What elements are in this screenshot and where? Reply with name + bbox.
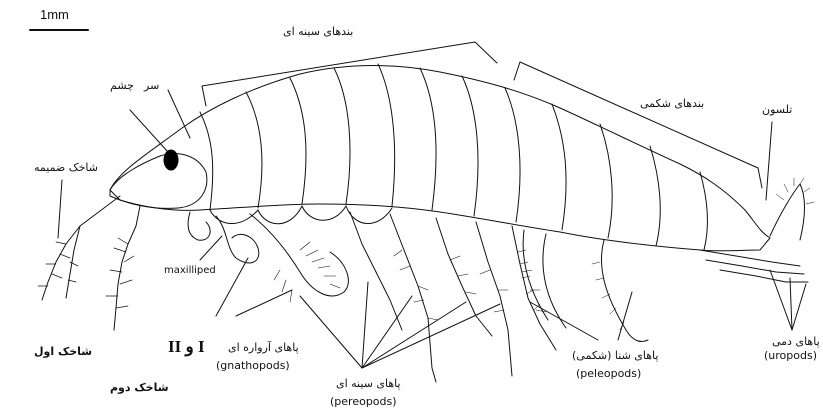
uropod-2 <box>706 260 804 274</box>
gnathopods-en-label: (gnathopods) <box>216 360 290 371</box>
thorax-segments-label: بندهای سینه ای <box>283 26 353 37</box>
antenna-1-flagellum <box>66 226 80 298</box>
uropods-fa-label: پاهای دمی <box>772 336 820 347</box>
pereopod-3 <box>350 212 402 330</box>
uropod-leader <box>790 278 792 330</box>
pereopods-fa-label: پاهای سینه ای <box>336 378 401 389</box>
uropods-en-label: (uropods) <box>764 350 817 361</box>
eye-leader <box>130 110 168 152</box>
pleopods-en-label: (peleopods) <box>576 368 641 379</box>
pereopod-leader <box>362 302 466 368</box>
telson <box>770 184 805 240</box>
accessory-flagellum-label: شاخک ضمیمه <box>34 162 98 173</box>
pleopod-setae <box>518 250 624 330</box>
gnathopod-2 <box>250 214 348 296</box>
gnathopod-leader <box>216 258 248 316</box>
body-outline <box>110 66 770 251</box>
pleopod-leader <box>530 302 598 340</box>
head-label: سر <box>144 80 159 91</box>
antenna-1-label: شاخک اول <box>34 346 92 357</box>
coxal-plate <box>302 206 346 220</box>
pleopod-2 <box>543 234 566 328</box>
gnathopods-fa-label: پاهای آرواره ای <box>228 342 299 353</box>
antenna-2 <box>114 206 140 330</box>
antenna-1 <box>42 196 120 300</box>
pereopod-leader <box>362 296 412 368</box>
pereopod-6 <box>476 222 512 376</box>
pleopod-leader <box>618 292 632 340</box>
uropod-3 <box>720 270 808 282</box>
pereopods-en-label: (pereopods) <box>330 396 397 407</box>
maxilliped-label: maxilliped <box>164 266 216 276</box>
uropod-leader <box>770 270 792 330</box>
abdomen-segments-label: بندهای شکمی <box>640 98 704 109</box>
uropod-leader <box>792 284 806 330</box>
gnathopod-setae <box>274 242 340 302</box>
uropod-1 <box>700 250 800 266</box>
pereopod-setae <box>394 250 546 320</box>
pereopod-leader <box>300 296 362 368</box>
pleopod-3 <box>601 240 648 342</box>
scale-bar-label: 1mm <box>40 8 69 21</box>
telson-label: تلسون <box>762 104 792 115</box>
pleopods-fa-label: پاهای شنا (شکمی) <box>572 350 658 361</box>
telson-leader <box>766 122 772 200</box>
accessory-flagellum-leader <box>58 180 62 238</box>
pereopod-7 <box>512 226 556 350</box>
gnathopod-leader <box>236 290 292 316</box>
eye-label: چشم <box>110 80 134 91</box>
gnathopods-roman-label: II و I <box>168 338 205 355</box>
coxal-plate <box>258 206 302 224</box>
eye <box>164 150 178 170</box>
pereopod-4 <box>390 214 436 382</box>
pereopod-5 <box>436 218 492 336</box>
antenna-2-label: شاخک دوم <box>110 382 169 393</box>
pereopod-leader <box>362 282 368 368</box>
maxilliped <box>188 212 210 240</box>
